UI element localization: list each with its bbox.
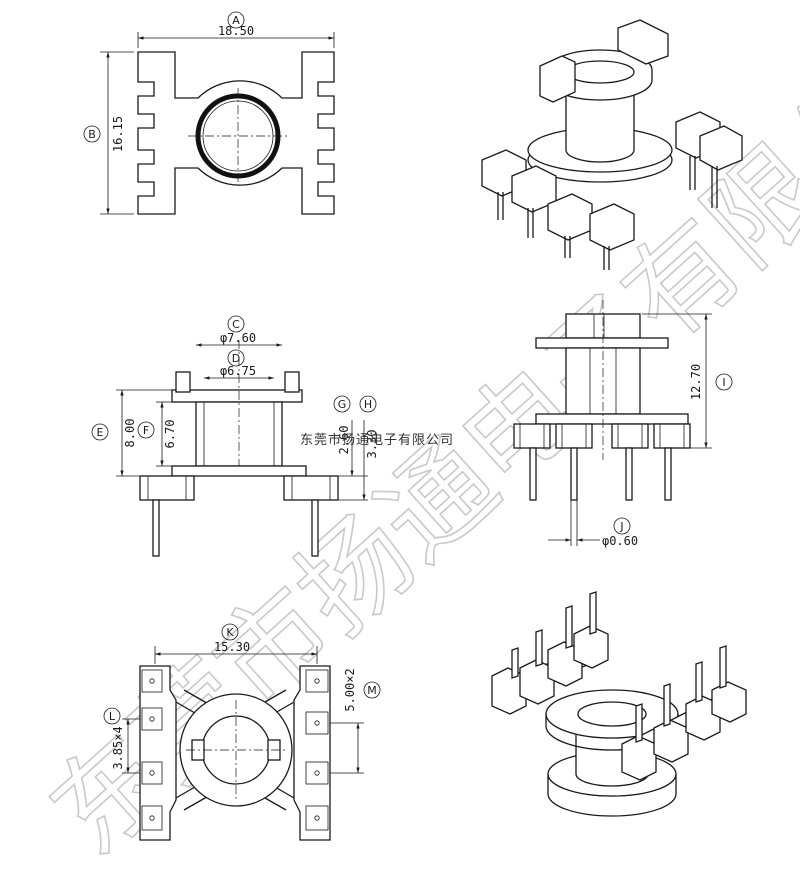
label-a: A [232, 14, 240, 27]
side-view: I 12.70 J φ0.60 [513, 300, 733, 548]
dim-j-value: φ0.60 [602, 534, 638, 548]
dim-g-value: 2.60 [337, 426, 351, 455]
label-l: L [109, 710, 116, 723]
iso-view-top [481, 19, 743, 270]
company-stamp: 东莞市扬通电子有限公司 [300, 432, 454, 448]
front-view: C φ7.60 D φ6.75 E 8.00 F 6.70 G H 2.60 3… [91, 315, 379, 557]
iso-view-bottom [491, 591, 747, 817]
label-d: D [232, 352, 240, 365]
bottom-view: K 15.30 L 3.85×4 M 5.00×2 [103, 623, 381, 841]
top-view: A 18.50 B 16.15 [83, 11, 335, 215]
label-b: B [88, 128, 96, 141]
dim-a-value: 18.50 [218, 24, 254, 38]
label-a-circle [227, 11, 245, 29]
label-g: G [338, 398, 347, 411]
dim-f-value: 6.70 [163, 420, 177, 449]
dim-h-value: 3.30 [365, 430, 379, 459]
dim-b-value: 16.15 [111, 116, 125, 152]
label-b-circle [83, 125, 101, 143]
dim-d-value: φ6.75 [220, 364, 256, 378]
label-f: F [143, 424, 149, 437]
label-h: H [364, 398, 372, 411]
dim-i-value: 12.70 [689, 364, 703, 400]
label-i: I [722, 376, 725, 389]
label-c: C [232, 318, 240, 331]
dim-l-value: 3.85×4 [111, 726, 125, 769]
dim-m-value: 5.00×2 [343, 668, 357, 711]
label-k: K [226, 626, 234, 639]
label-m: M [367, 684, 377, 697]
dim-k-value: 15.30 [214, 640, 250, 654]
label-e: E [97, 426, 104, 439]
dim-c-value: φ7.60 [220, 331, 256, 345]
dim-e-value: 8.00 [123, 419, 137, 448]
label-j: J [619, 520, 623, 533]
